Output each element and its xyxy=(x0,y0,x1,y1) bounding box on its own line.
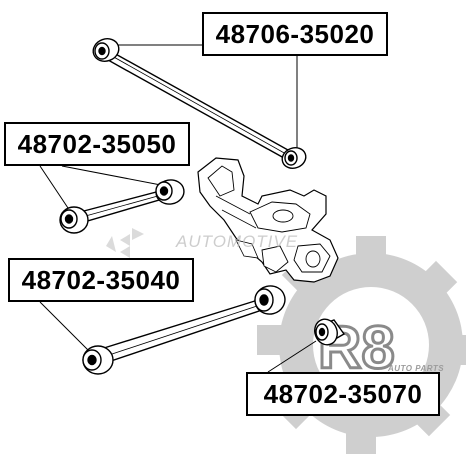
leader-35040-to-bushing xyxy=(39,301,95,357)
lower-arm-left-bushing xyxy=(82,345,114,375)
upper-control-arm xyxy=(92,38,307,169)
lower-arm-right-bushing xyxy=(254,285,286,315)
part-label-48706-35020: 48706-35020 xyxy=(202,12,388,56)
leader-35050-to-right-bushing xyxy=(61,165,167,187)
standalone-bushing xyxy=(314,318,346,346)
leader-lines xyxy=(39,44,317,373)
leader-35070-to-bushing xyxy=(267,340,317,373)
part-label-48702-35040: 48702-35040 xyxy=(8,258,194,302)
arm-left-bushing xyxy=(92,38,120,62)
part-label-48702-35050: 48702-35050 xyxy=(4,122,190,166)
middle-arm-right-bushing xyxy=(155,179,185,205)
leader-35050-to-left-bushing xyxy=(39,165,69,209)
middle-arm-left-bushing xyxy=(59,206,89,234)
lower-control-arm xyxy=(82,285,286,375)
automotive-watermark-logo xyxy=(106,228,144,258)
arm-right-bushing xyxy=(281,147,307,169)
middle-control-arm xyxy=(59,179,185,234)
knuckle-assembly xyxy=(197,157,339,283)
part-label-48702-35070: 48702-35070 xyxy=(246,372,440,416)
